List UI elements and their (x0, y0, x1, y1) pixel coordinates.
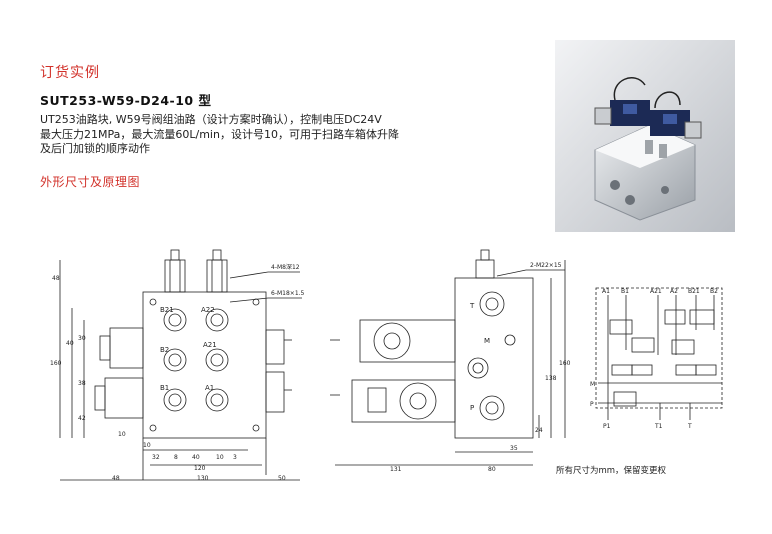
port-label: B2 (160, 346, 169, 354)
dimension: 32 (152, 454, 160, 461)
dimension: 30 (78, 335, 86, 342)
dimension: 160 (50, 360, 62, 367)
port-label: A21 (203, 341, 217, 349)
dimension: 130 (197, 475, 209, 482)
port-label: M (484, 337, 490, 345)
dimension: 35 (510, 445, 518, 452)
dimension: 131 (390, 466, 402, 473)
dimension: 48 (112, 475, 120, 482)
port-label: B1 (160, 384, 169, 392)
schematic-port: P1 (603, 423, 611, 430)
dimension: 24 (535, 427, 543, 434)
schematic-port: B1 (621, 288, 629, 295)
schematic-port: P (590, 401, 594, 408)
front-view-drawing (59, 249, 302, 481)
port-label: B21 (160, 306, 174, 314)
schematic-port: B2 (710, 288, 718, 295)
hydraulic-schematic (595, 287, 723, 420)
dimension: 8 (174, 454, 178, 461)
dimension: 50 (278, 475, 286, 482)
section-title: 外形尺寸及原理图 (40, 175, 141, 189)
dimension: 48 (52, 275, 60, 282)
dimension: 80 (488, 466, 496, 473)
schematic-port: A2 (670, 288, 678, 295)
description: UT253油路块, W59号阀组油路（设计方案时确认），控制电压DC24V 最大… (40, 113, 520, 157)
schematic-port: A1 (602, 288, 610, 295)
port-label: A1 (205, 384, 214, 392)
description-line: UT253油路块, W59号阀组油路（设计方案时确认），控制电压DC24V (40, 113, 382, 126)
dimension: 160 (559, 360, 571, 367)
description-line: 最大压力21MPa，最大流量60L/min，设计号10，可用于扫路车箱体升降 (40, 127, 399, 141)
side-view-drawing (330, 249, 566, 466)
callout: 4-M8深12 (271, 263, 300, 271)
dimension: 10 (143, 442, 151, 449)
schematic-port: M (590, 381, 595, 388)
schematic-port: T1 (654, 423, 663, 430)
model-code: SUT253-W59-D24-10 型 (40, 93, 212, 108)
dimension: 120 (194, 465, 206, 472)
product-photo (555, 40, 735, 232)
schematic-port: A21 (650, 288, 662, 295)
dimension: 138 (545, 375, 557, 382)
footnote: 所有尺寸为mm，保留变更权 (556, 466, 667, 476)
description-line: 及后门加锁的顺序动作 (40, 142, 150, 155)
schematic-port: T (687, 423, 692, 430)
dimension: 38 (78, 380, 86, 387)
dimension: 40 (192, 454, 200, 461)
schematic-port: B21 (688, 288, 700, 295)
callout: 2-M22×15 (530, 262, 562, 269)
dimension-drawings: B21 A22 B2 A21 B1 A1 4-M8深12 6-M18×1.5 4… (50, 249, 723, 482)
order-example-heading: 订货实例 (40, 65, 100, 81)
port-label: T (469, 302, 475, 310)
port-label: A22 (201, 306, 215, 314)
port-label: P (470, 404, 474, 412)
dimension: 40 (66, 340, 74, 347)
dimension: 10 (216, 454, 224, 461)
callout: 6-M18×1.5 (271, 290, 305, 297)
dimension: 10 (118, 431, 126, 438)
dimension: 42 (78, 415, 86, 422)
dimension: 3 (233, 454, 237, 461)
